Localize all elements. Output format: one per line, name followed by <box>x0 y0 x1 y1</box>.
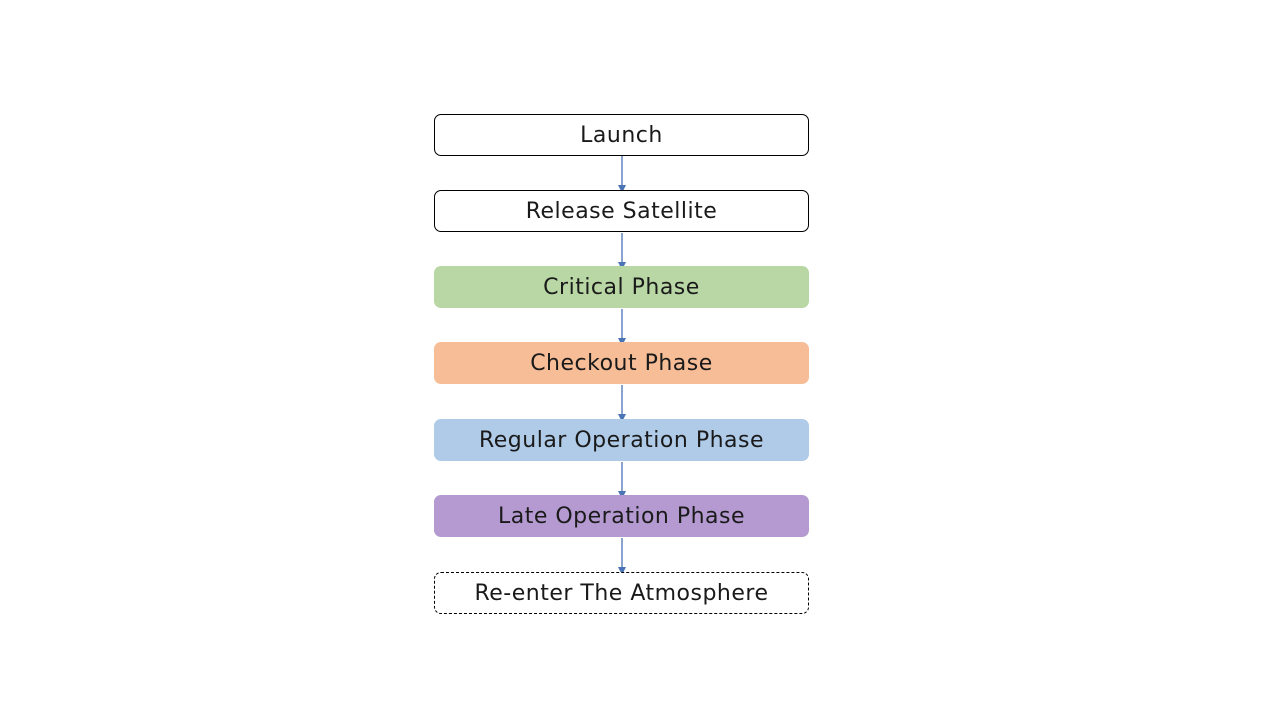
step-label-regular-operation-phase: Regular Operation Phase <box>478 427 765 453</box>
step-label-checkout-phase: Checkout Phase <box>530 350 713 376</box>
step-label-release-satellite: Release Satellite <box>525 198 718 224</box>
step-label-critical-phase: Critical Phase <box>543 274 700 300</box>
step-release-satellite: Release Satellite <box>434 190 809 232</box>
step-checkout-phase: Checkout Phase <box>434 342 809 384</box>
step-label-launch: Launch <box>580 122 663 148</box>
step-regular-operation-phase: Regular Operation Phase <box>434 419 809 461</box>
step-reenter-atmosphere: Re-enter The Atmosphere <box>434 572 809 614</box>
step-late-operation-phase: Late Operation Phase <box>434 495 809 537</box>
step-label-late-operation-phase: Late Operation Phase <box>497 503 746 529</box>
step-critical-phase: Critical Phase <box>434 266 809 308</box>
step-launch: Launch <box>434 114 809 156</box>
step-label-reenter-atmosphere: Re-enter The Atmosphere <box>474 580 769 606</box>
